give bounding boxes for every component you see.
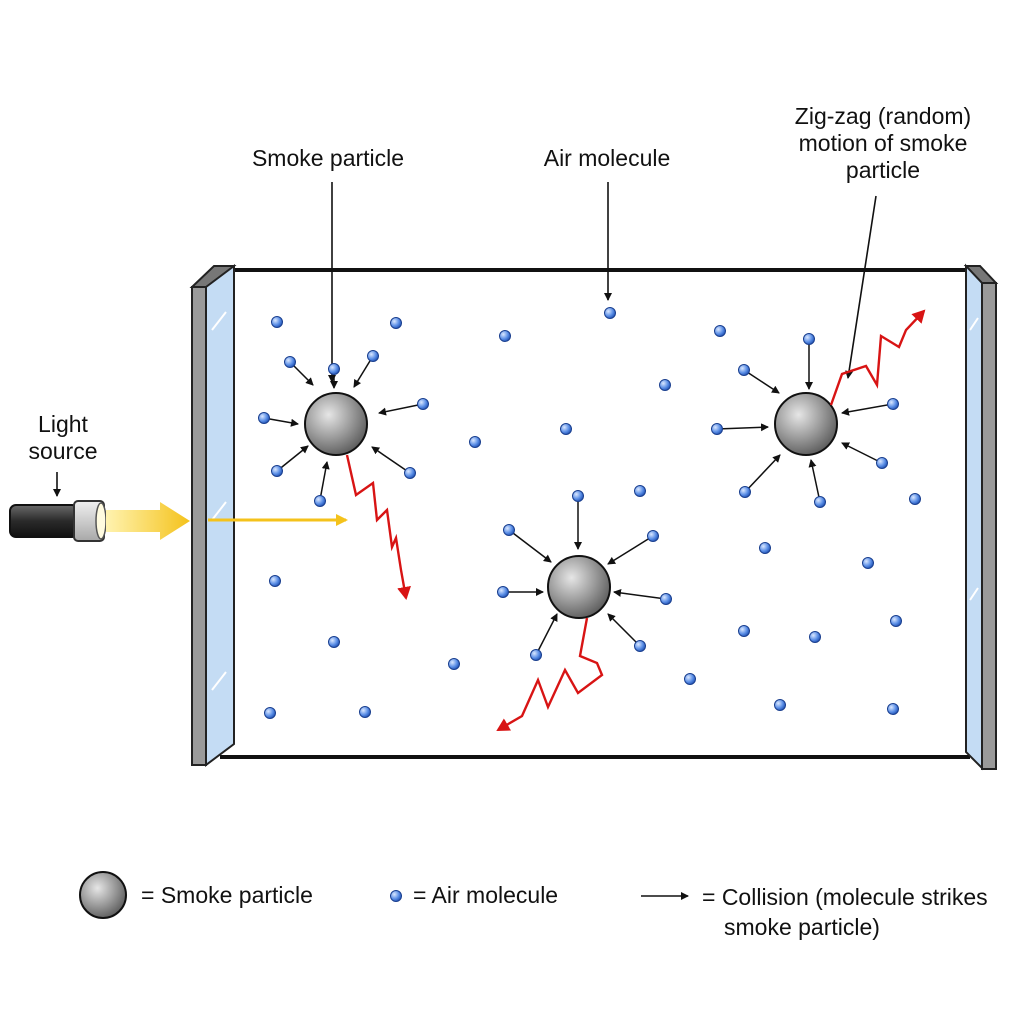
air-molecule (284, 356, 296, 368)
air-molecule (809, 631, 821, 643)
air-molecule (660, 593, 672, 605)
zigzag-label: Zig-zag (random) motion of smoke particl… (795, 103, 971, 184)
air-molecule (503, 524, 515, 536)
air-molecule (530, 649, 542, 661)
air-molecule (876, 457, 888, 469)
air-molecule (890, 615, 902, 627)
air-molecule (271, 465, 283, 477)
air-molecule (390, 317, 402, 329)
air-molecule (271, 316, 283, 328)
zigzag-path (829, 309, 926, 406)
air-molecule (634, 640, 646, 652)
legend-collision-line: smoke particle) (724, 914, 880, 940)
air-molecule (738, 364, 750, 376)
air-molecule (448, 658, 460, 670)
air-molecule (572, 490, 584, 502)
smoke-particle (547, 555, 611, 619)
zigzag-label-line: Zig-zag (random) (794, 103, 972, 129)
smoke-particle-label: Smoke particle (251, 145, 405, 171)
air-molecule (417, 398, 429, 410)
air-molecule (759, 542, 771, 554)
collision-arrows (503, 496, 667, 656)
air-molecule (887, 398, 899, 410)
collision-arrows (263, 355, 424, 501)
zigzag-label-line: particle (845, 157, 921, 183)
zigzag-path (496, 617, 604, 732)
air-molecule (738, 625, 750, 637)
air-molecule (711, 423, 723, 435)
air-molecule (814, 496, 826, 508)
left-glass-wall (189, 264, 237, 767)
legend-collision-line: = Collision (molecule strikes (702, 884, 988, 910)
air-molecule (258, 412, 270, 424)
air-molecule (328, 363, 340, 375)
light-source-icon (9, 500, 107, 542)
legend (79, 871, 689, 919)
air-molecule (803, 333, 815, 345)
air-molecule (328, 636, 340, 648)
air-molecule (499, 330, 511, 342)
zigzag-path (345, 454, 411, 600)
air-molecule (404, 467, 416, 479)
smoke-cluster-left (258, 350, 429, 600)
light-beam (106, 502, 348, 540)
light-source-label-line: source (28, 438, 98, 464)
air-molecule (659, 379, 671, 391)
air-molecules (264, 307, 921, 719)
air-molecule (560, 423, 572, 435)
air-molecule (714, 325, 726, 337)
air-molecule (264, 707, 276, 719)
air-molecule (739, 486, 751, 498)
air-molecule-label: Air molecule (543, 145, 671, 171)
air-molecule (359, 706, 371, 718)
right-glass-wall (963, 263, 999, 771)
air-molecule (269, 575, 281, 587)
air-molecule (684, 673, 696, 685)
zigzag-pointer (845, 195, 877, 379)
smoke-cluster-right (711, 309, 926, 508)
smoke-particle (304, 392, 368, 456)
legend-smoke-label: = Smoke particle (141, 882, 313, 908)
light-source-label: Light source (28, 411, 97, 465)
smoke-particle (774, 392, 838, 456)
legend-air-label: = Air molecule (413, 882, 559, 908)
air-molecule (862, 557, 874, 569)
smoke-cluster-middle (496, 490, 672, 732)
air-molecule (469, 436, 481, 448)
light-source-label-line: Light (38, 411, 88, 437)
air-molecule (497, 586, 509, 598)
air-molecule (604, 307, 616, 319)
air-molecule (647, 530, 659, 542)
air-molecule (909, 493, 921, 505)
container-box (220, 268, 970, 759)
air-molecule (367, 350, 379, 362)
legend-smoke-particle (79, 871, 127, 919)
air-molecule (314, 495, 326, 507)
legend-collision-label: = Collision (molecule strikes smoke part… (702, 882, 988, 942)
air-molecule (634, 485, 646, 497)
zigzag-label-line: motion of smoke (798, 130, 968, 156)
air-molecule (774, 699, 786, 711)
collision-arrows (716, 339, 894, 503)
air-molecule (887, 703, 899, 715)
legend-air-molecule (390, 890, 402, 902)
